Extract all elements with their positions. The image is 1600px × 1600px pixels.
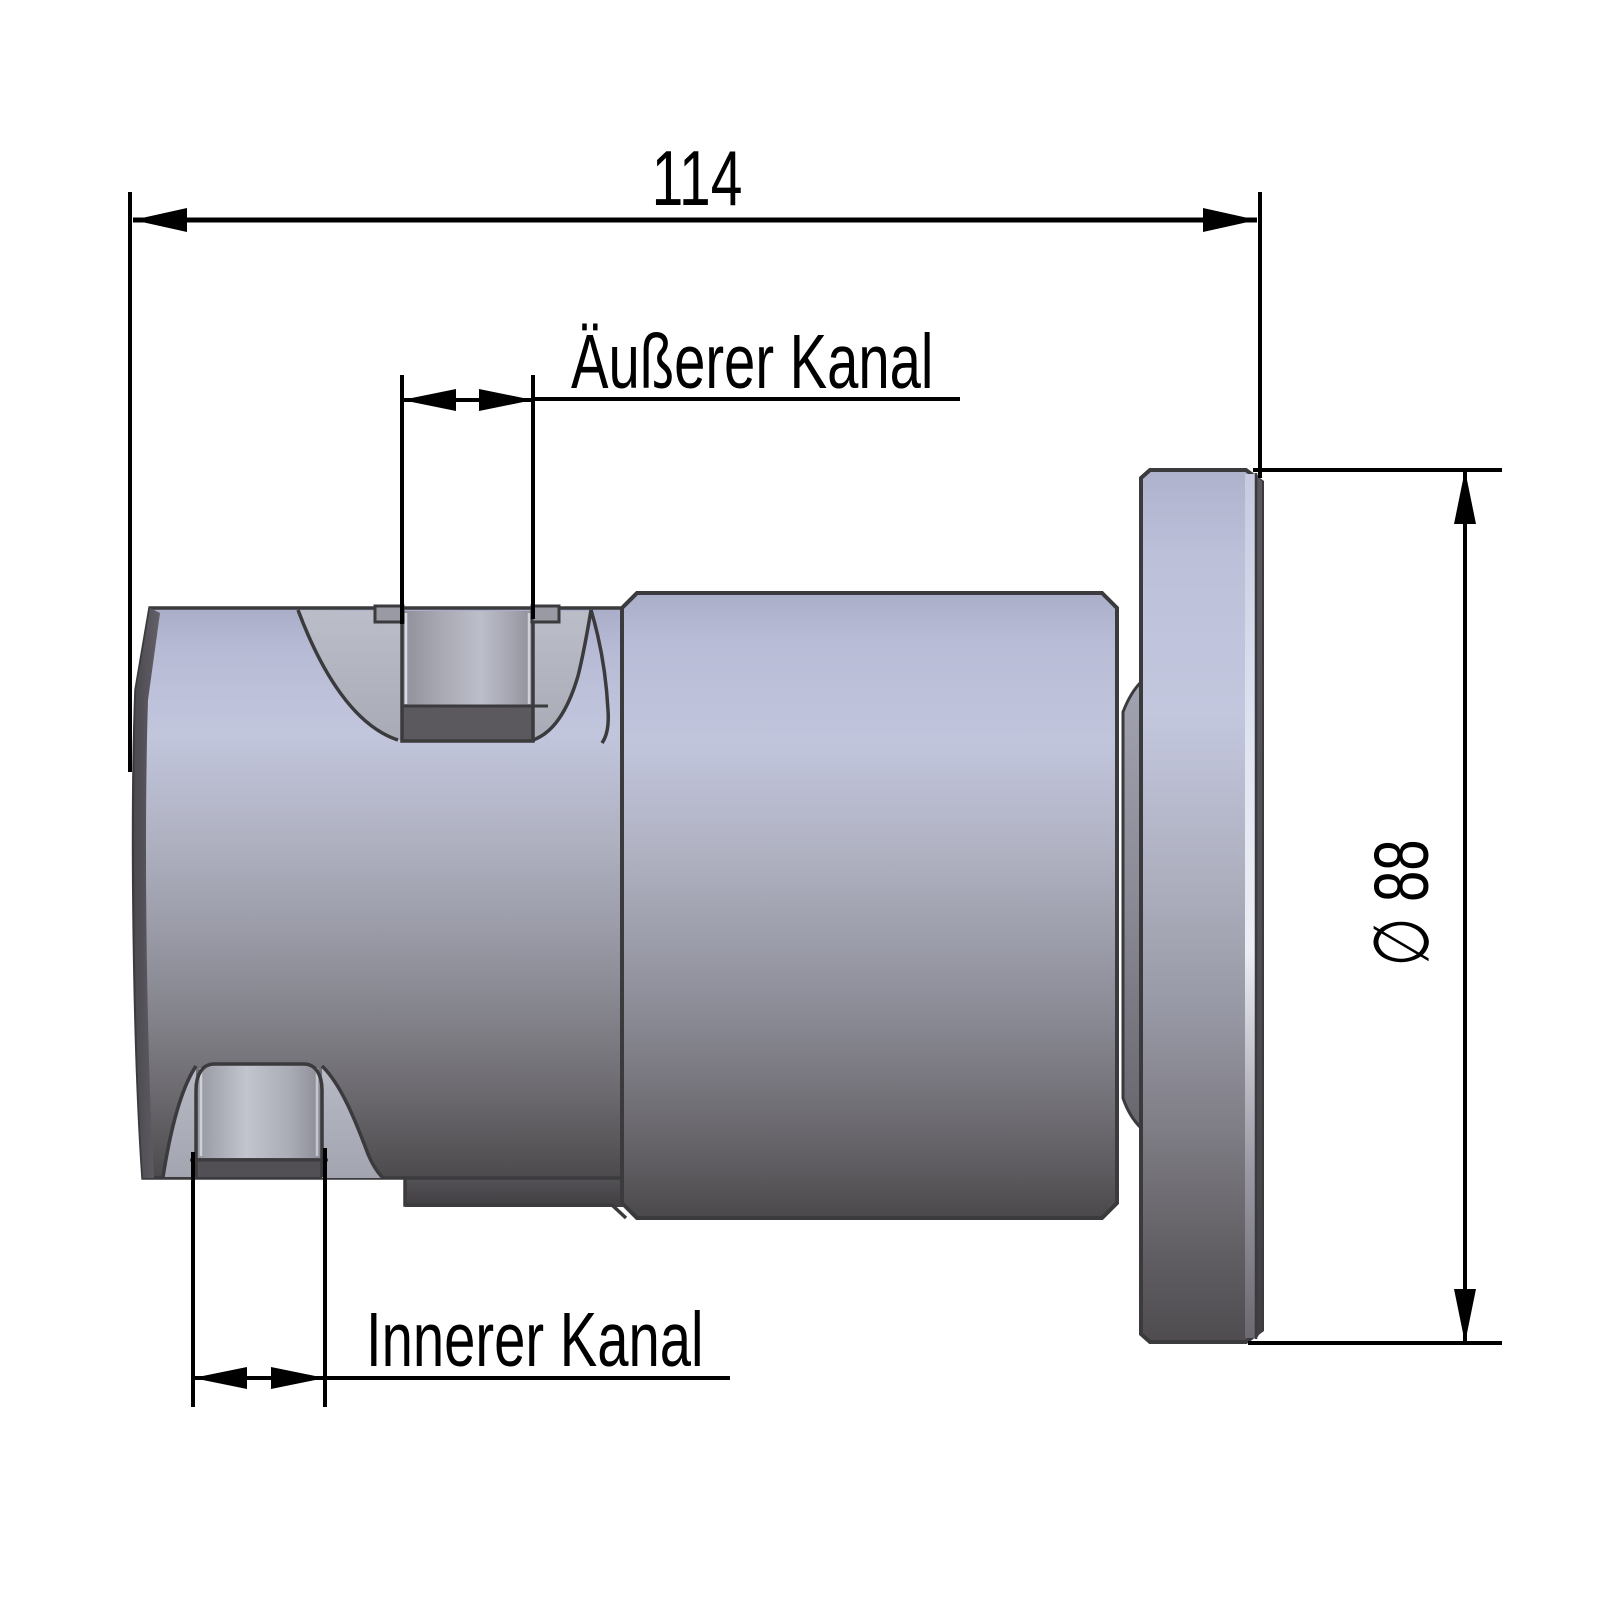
flange-body	[1139, 468, 1264, 1344]
part	[131, 468, 1264, 1344]
dimension-overall-length: 114	[128, 135, 1262, 772]
dimension-diameter: ∅ 88	[1248, 468, 1502, 1345]
outer-groove-left-rim	[296, 609, 399, 742]
inner-groove-right-face	[322, 1066, 383, 1178]
dimension-outer-channel: Äußerer Kanal	[400, 319, 960, 624]
outer-channel-slot-outline	[400, 611, 535, 743]
outer-groove-right-face	[533, 611, 591, 740]
inner-groove-left-face	[163, 1066, 196, 1177]
inner-channel-slot-floor	[196, 1158, 322, 1177]
outer-groove-right-rim	[532, 609, 593, 742]
inner-groove-left-rim	[161, 1065, 198, 1178]
outer-channel-groove	[296, 604, 610, 745]
flange-right-edge	[1257, 474, 1262, 1338]
flange	[1139, 468, 1264, 1344]
arrowhead-right	[271, 1367, 325, 1389]
inner-groove-right-rim	[320, 1064, 385, 1180]
flange-rim-highlight	[1245, 474, 1257, 1338]
outer-channel-label: Äußerer Kanal	[571, 319, 933, 405]
outer-groove-outer-rim	[589, 609, 610, 745]
step-ring	[403, 1178, 628, 1220]
outer-channel-notch-left	[373, 604, 405, 624]
arrowhead-left	[133, 208, 187, 232]
inner-channel-slot	[196, 1064, 322, 1177]
arrowhead-left	[402, 389, 456, 411]
arrowhead-top	[1454, 470, 1476, 524]
inner-channel-groove	[161, 1062, 385, 1180]
step-ring-outline	[403, 1178, 628, 1220]
inner-channel-label: Innerer Kanal	[366, 1297, 703, 1383]
arrowhead-bottom	[1454, 1289, 1476, 1343]
middle-cylinder-body	[620, 591, 1119, 1220]
diameter-value: ∅ 88	[1359, 839, 1445, 966]
arrowhead-left	[193, 1367, 247, 1389]
neck	[1121, 678, 1143, 1132]
arrowhead-right	[479, 389, 533, 411]
step-ring-face	[405, 1178, 626, 1207]
dimension-inner-channel: Innerer Kanal	[191, 1148, 730, 1407]
outer-groove-left-face	[298, 610, 402, 740]
arrowhead-right	[1203, 208, 1257, 232]
outer-channel-notch-right	[530, 604, 561, 624]
left-end-face	[134, 608, 160, 1178]
outer-channel-slot-floor	[402, 706, 533, 741]
inner-channel-slot-outline	[194, 1062, 324, 1177]
overall-length-value: 114	[652, 135, 743, 222]
